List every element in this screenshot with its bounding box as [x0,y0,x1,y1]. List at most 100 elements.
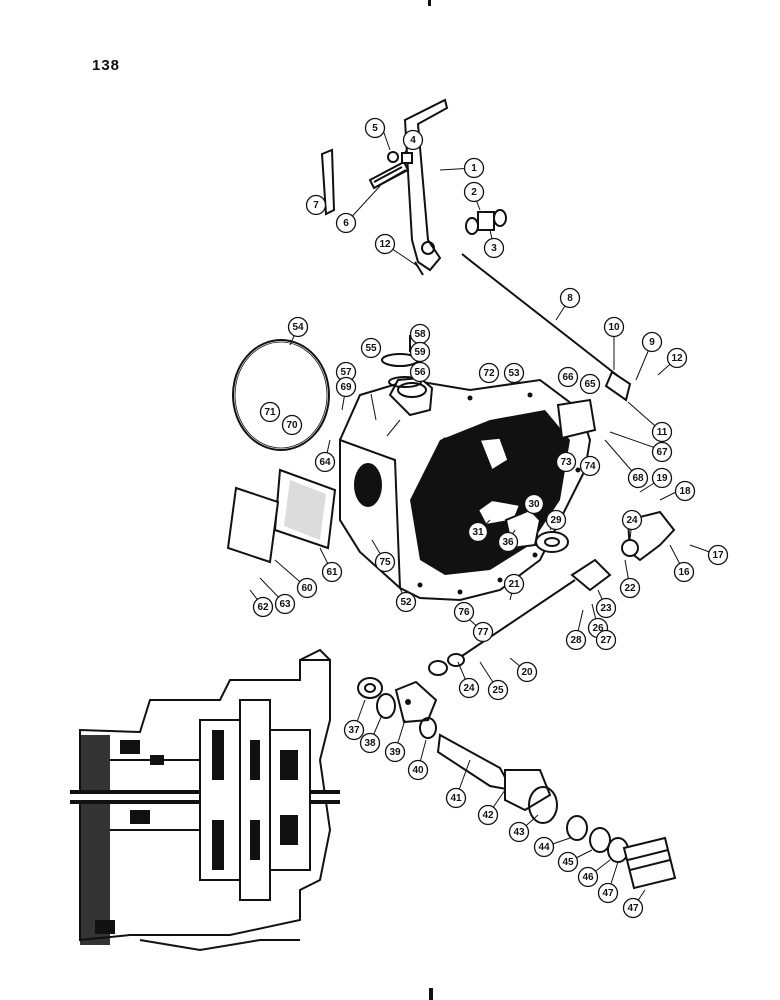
callout-45: 45 [557,851,579,873]
callout-label: 63 [279,599,291,610]
lower-parts [357,677,677,890]
callout-71: 71 [259,401,281,423]
callout-label: 66 [562,372,574,383]
callout-77: 77 [472,621,494,643]
callout-4: 4 [402,129,424,151]
callout-label: 55 [365,343,377,354]
callout-6: 6 [335,212,357,234]
callout-label: 56 [414,367,426,378]
callout-label: 26 [592,623,604,634]
callout-67: 67 [651,441,673,463]
callout-38: 38 [359,732,381,754]
callout-label: 60 [301,583,313,594]
callout-12: 12 [666,347,688,369]
callout-1: 1 [463,157,485,179]
callout-label: 38 [364,738,376,749]
callout-label: 47 [627,903,639,914]
callout-37: 37 [343,719,365,741]
callout-69: 69 [335,376,357,398]
callout-label: 53 [508,368,520,379]
callout-21: 21 [503,573,525,595]
callout-25: 25 [487,679,509,701]
callout-label: 4 [410,135,416,146]
callout-27: 27 [595,629,617,651]
callout-41: 41 [445,787,467,809]
callout-17: 17 [707,544,729,566]
callout-16: 16 [673,561,695,583]
callout-label: 5 [372,123,378,134]
callout-label: 22 [624,583,636,594]
callout-47: 47 [622,897,644,919]
callout-74: 74 [579,455,601,477]
callout-73: 73 [555,451,577,473]
callout-label: 20 [521,667,533,678]
callout-12: 12 [374,233,396,255]
callout-label: 77 [477,627,489,638]
callout-24: 24 [458,677,480,699]
callout-61: 61 [321,561,343,583]
callout-label: 17 [712,550,724,561]
callout-label: 57 [340,367,352,378]
callout-label: 36 [502,537,514,548]
callout-28: 28 [565,629,587,651]
nut [387,151,399,163]
callout-label: 12 [671,353,683,364]
callout-label: 10 [608,322,620,333]
callout-65: 65 [579,373,601,395]
side-cover [226,468,337,564]
callout-19: 19 [651,467,673,489]
callout-label: 65 [584,379,596,390]
callout-label: 47 [602,888,614,899]
callout-72: 72 [478,362,500,384]
callout-22: 22 [619,577,641,599]
callout-76: 76 [453,601,475,623]
callout-label: 46 [582,872,594,883]
pedal-shaft [368,160,410,190]
callout-24: 24 [621,509,643,531]
callout-label: 70 [286,420,298,431]
clutch-rod [461,253,632,402]
cotter-pin [414,261,424,276]
callout-68: 68 [627,467,649,489]
callout-label: 24 [626,515,638,526]
callout-5: 5 [364,117,386,139]
callout-9: 9 [641,331,663,353]
callout-label: 12 [379,239,391,250]
callout-44: 44 [533,836,555,858]
callout-label: 23 [600,603,612,614]
callout-label: 54 [292,322,304,333]
callout-label: 39 [389,747,401,758]
callout-20: 20 [516,661,538,683]
callout-label: 21 [508,579,520,590]
callout-label: 42 [482,810,494,821]
callout-label: 71 [264,407,276,418]
callout-36: 36 [497,531,519,553]
callout-label: 9 [649,337,655,348]
callout-42: 42 [477,804,499,826]
callout-label: 16 [678,567,690,578]
callout-label: 75 [379,557,391,568]
callout-43: 43 [508,821,530,843]
callout-label: 29 [550,515,562,526]
callout-40: 40 [407,759,429,781]
bolt [401,152,413,164]
callout-60: 60 [296,577,318,599]
callout-label: 68 [632,473,644,484]
callout-label: 3 [491,243,497,254]
callout-46: 46 [577,866,599,888]
clutch-pedal [403,98,449,272]
bushings [465,209,507,235]
callout-54: 54 [287,316,309,338]
callout-70: 70 [281,414,303,436]
bearing-28 [535,531,569,553]
callout-47: 47 [597,882,619,904]
callout-63: 63 [274,593,296,615]
callout-label: 69 [340,382,352,393]
callout-18: 18 [674,480,696,502]
callout-label: 72 [483,368,495,379]
callout-10: 10 [603,316,625,338]
callout-label: 74 [584,461,596,472]
top-mark [428,0,431,6]
callout-label: 61 [326,567,338,578]
